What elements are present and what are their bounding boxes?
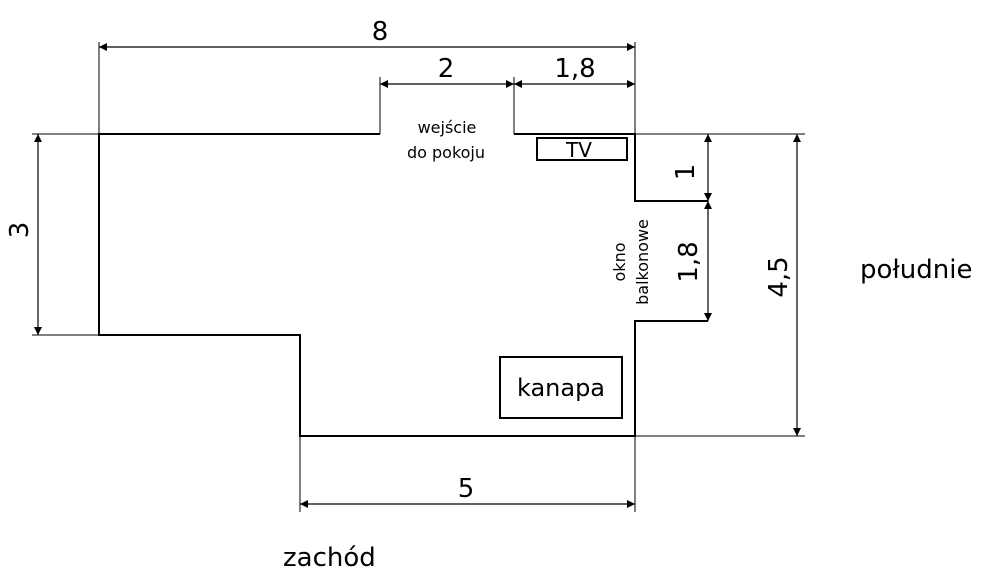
dim-step-height: 1 (671, 164, 701, 181)
window-label-line2: balkonowe (633, 219, 652, 305)
sofa-box (499, 356, 623, 419)
south-label: południe (860, 255, 972, 285)
tv-label: TV (565, 138, 592, 162)
dim-tv-wall: 1,8 (554, 54, 595, 84)
entrance-label-line2: do pokoju (407, 143, 485, 162)
window-label-line1: okno (610, 243, 629, 282)
room-walls (98, 133, 708, 437)
sofa-label: kanapa (517, 374, 605, 402)
tv-box (536, 137, 628, 161)
dim-bottom-width: 5 (458, 474, 475, 504)
west-label: zachód (283, 543, 376, 573)
entrance-label-line1: wejście (418, 118, 477, 137)
dim-top-width: 8 (372, 17, 389, 47)
dim-right-total: 4,5 (764, 256, 794, 297)
dim-left-height: 3 (5, 222, 35, 239)
dim-entrance: 2 (438, 54, 455, 84)
dim-balcony: 1,8 (674, 241, 704, 282)
room-wall-right-top (514, 133, 708, 202)
